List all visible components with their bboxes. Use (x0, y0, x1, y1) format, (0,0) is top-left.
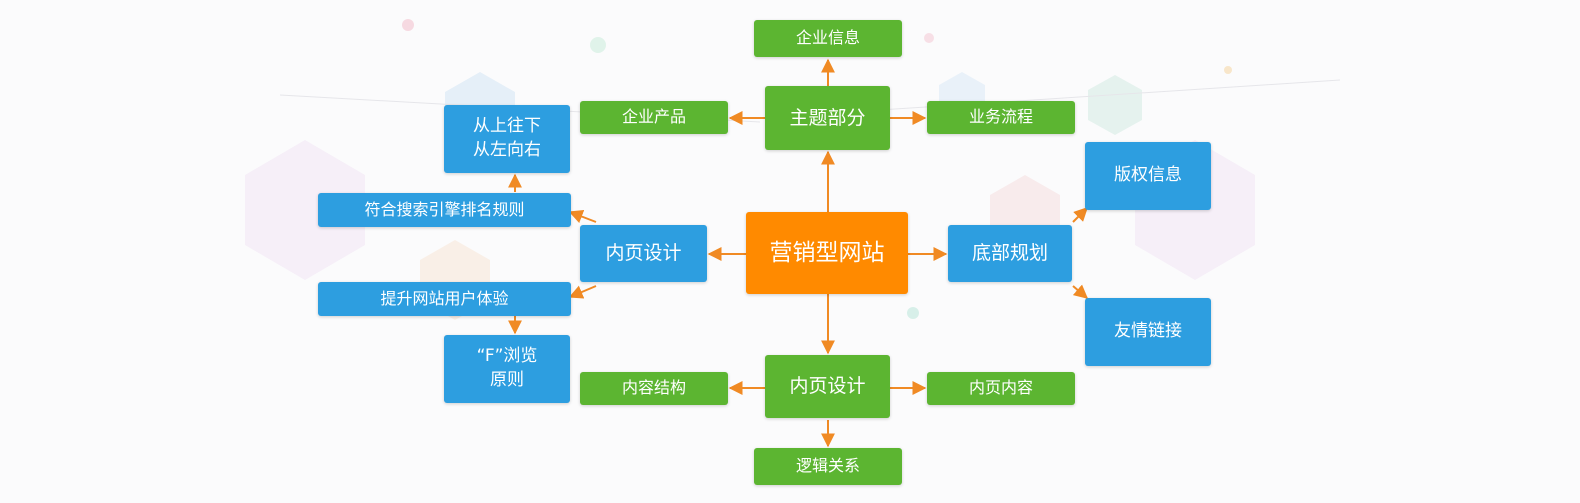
logic-relation-node: 逻辑关系 (754, 448, 902, 485)
user-experience-label: 提升网站用户体验 (380, 288, 509, 308)
inner-design-bottom-label: 内页设计 (789, 375, 866, 398)
logic-relation-label: 逻辑关系 (795, 456, 860, 476)
top-down-line1: 从上往下 (473, 116, 541, 137)
business-process-node: 业务流程 (927, 101, 1075, 134)
company-products-node: 企业产品 (580, 101, 728, 134)
content-structure-node: 内容结构 (580, 372, 728, 405)
center-node-label: 营销型网站 (769, 239, 885, 266)
arrow-footer-to-copyright (1072, 207, 1088, 223)
top-down-line2: 从左向右 (473, 140, 541, 160)
inner-design-left-node: 内页设计 (580, 225, 707, 282)
f-principle-line1: “F”浏览 (476, 346, 538, 367)
company-info-node: 企业信息 (754, 20, 902, 57)
business-process-label: 业务流程 (968, 107, 1033, 127)
arrow-inner-left-to-search-rules (568, 209, 597, 224)
inner-content-node: 内页内容 (927, 372, 1075, 405)
background-dot (590, 37, 606, 53)
background-dot (924, 33, 934, 43)
center-node: 营销型网站 (746, 212, 908, 294)
user-experience-node: 提升网站用户体验 (318, 282, 571, 316)
search-rules-label: 符合搜索引擎排名规则 (364, 199, 525, 219)
f-principle-node: “F”浏览 原则 (444, 335, 570, 403)
f-principle-line2: 原则 (490, 370, 524, 390)
company-products-label: 企业产品 (621, 107, 686, 127)
company-info-label: 企业信息 (795, 28, 860, 48)
top-down-left-right-node: 从上往下 从左向右 (444, 105, 570, 173)
footer-plan-label: 底部规划 (971, 242, 1048, 265)
theme-node: 主题部分 (765, 86, 890, 150)
arrow-footer-to-friend-links (1072, 284, 1089, 299)
footer-plan-node: 底部规划 (948, 225, 1072, 282)
friend-links-node: 友情链接 (1085, 298, 1211, 366)
friend-links-label: 友情链接 (1114, 321, 1182, 342)
inner-design-bottom-node: 内页设计 (765, 355, 890, 418)
copyright-label: 版权信息 (1114, 165, 1182, 186)
search-rules-node: 符合搜索引擎排名规则 (318, 193, 571, 227)
background-dot (907, 307, 919, 319)
content-structure-label: 内容结构 (621, 378, 686, 398)
inner-content-label: 内页内容 (968, 378, 1033, 398)
arrow-inner-left-to-user-experience (568, 285, 597, 299)
copyright-node: 版权信息 (1085, 142, 1211, 210)
background-dot (1224, 66, 1232, 74)
theme-node-label: 主题部分 (789, 106, 866, 129)
background-hexagon-left (245, 140, 365, 280)
inner-design-left-label: 内页设计 (605, 242, 682, 265)
background-hexagon-right-green (1088, 75, 1142, 135)
background-dot (402, 19, 414, 31)
